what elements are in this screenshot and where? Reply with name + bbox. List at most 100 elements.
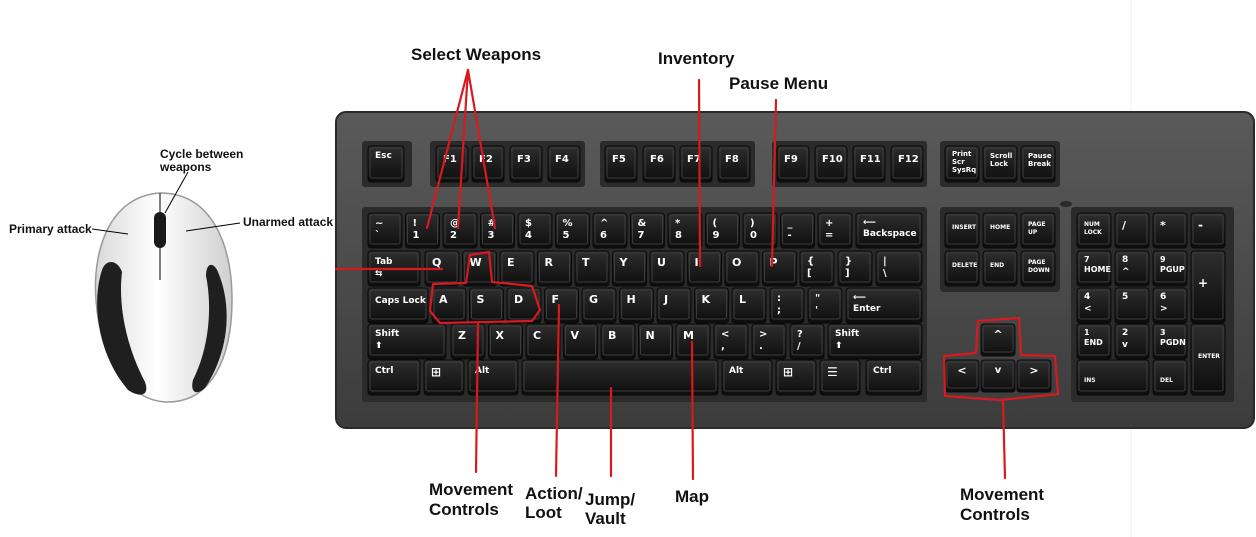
numpad-2-key-text: 2: [1122, 328, 1128, 338]
f9-f12-group: [772, 141, 927, 187]
right-arrow-key: >: [1016, 359, 1052, 393]
cycle-weapons-label-line1: Cycle between: [160, 147, 244, 161]
left-bracket-key: {[: [799, 250, 835, 287]
key-f9: F9: [776, 145, 810, 183]
number-key-12-text: _: [788, 218, 793, 229]
key-r-text: R: [545, 256, 554, 269]
key-u-text: U: [657, 256, 666, 269]
number-key-6-text: 5: [563, 230, 570, 241]
number-key-11-text: ): [750, 218, 755, 229]
action-loot-label-line1: Action/: [525, 484, 583, 503]
numpad-4-key-text: <: [1084, 304, 1092, 314]
number-key-2-text: 1: [413, 230, 420, 241]
key-f8-text: F8: [725, 154, 739, 165]
semicolon-key: :;: [769, 287, 805, 324]
numpad-6-key-text: 6: [1160, 292, 1166, 302]
movement-controls-right-label-line2: Controls: [960, 505, 1030, 524]
slash-key-text: /: [797, 341, 801, 352]
key-v-text: V: [571, 329, 580, 342]
jump-vault-label-line2: Vault: [585, 509, 626, 528]
left-shift-key: Shift ⬆: [367, 323, 447, 360]
key-f12-text: F12: [898, 154, 919, 165]
number-key-12-text: -: [788, 230, 792, 241]
left-bracket-key-text: {: [807, 256, 814, 267]
number-key-8-text: 7: [638, 230, 645, 241]
down-arrow-key-text: v: [995, 365, 1002, 376]
esc-key: Esc: [367, 145, 405, 183]
right-ctrl-key: Ctrl: [865, 359, 923, 396]
key-f2: F2: [471, 145, 505, 183]
key-g-text: G: [589, 293, 598, 306]
print-screen-key-text: Scr: [952, 158, 965, 166]
number-key-3: @2: [442, 212, 478, 249]
numpad-plus-key-text: +: [1198, 276, 1208, 290]
key-f4-text: F4: [555, 154, 569, 165]
up-arrow-key-text: ^: [993, 328, 1002, 341]
delete-key-text: DELETE: [952, 262, 977, 269]
unarmed-pointer-line: [185, 222, 241, 232]
numpad-1-key-text: 1: [1084, 328, 1090, 337]
key-d-text: D: [514, 293, 523, 306]
backspace-key-text: ⟵: [863, 218, 876, 228]
key-n: N: [638, 323, 673, 360]
key-p-text: P: [770, 256, 778, 269]
cycle-weapons-label-line2: weapons: [160, 160, 212, 174]
quote-key-text: ': [815, 305, 818, 316]
key-f9-text: F9: [784, 154, 798, 165]
key-f1: F1: [435, 145, 469, 183]
unarmed-attack-label: Unarmed attack: [243, 215, 334, 229]
mouse-right-grip: [192, 264, 227, 393]
numpad-dot-key: DEL: [1152, 359, 1188, 396]
right-bracket-key-text: ]: [845, 268, 850, 279]
movement-controls-right-label-line1: Movement: [960, 485, 1045, 504]
space-bar: [521, 359, 719, 396]
key-c-text: C: [533, 329, 541, 342]
number-key-9: *8: [667, 212, 703, 249]
numpad-dot-key-text: DEL: [1160, 377, 1173, 384]
right-shift-key: Shift⬆: [827, 323, 923, 360]
pause-break-key-text: Pause: [1028, 152, 1052, 160]
number-key-13-text: +: [825, 218, 833, 229]
key-l: L: [731, 287, 767, 324]
numpad-7-key-text: HOME: [1084, 265, 1111, 274]
right-shift-key-text: ⬆: [835, 341, 843, 351]
right-bracket-key: }]: [837, 250, 873, 287]
comma-key: <,: [713, 323, 749, 360]
key-a: A: [431, 287, 467, 324]
right-arrow-key-text: >: [1029, 364, 1038, 377]
left-shift-key-text: ⬆: [375, 341, 383, 351]
key-n-text: N: [646, 329, 655, 342]
movement-controls-left-label-line2: Controls: [429, 500, 499, 519]
quote-key-text: ": [815, 293, 820, 304]
numpad-6-key-text: >: [1160, 304, 1168, 314]
left-shift-key-text: Shift: [375, 329, 400, 339]
key-w-text: W: [470, 256, 482, 269]
right-ctrl-key-text: Ctrl: [873, 366, 891, 376]
key-i: I: [687, 250, 722, 287]
left-ctrl-key: Ctrl: [367, 359, 421, 396]
map-label: Map: [675, 487, 709, 506]
primary-attack-label: Primary attack: [9, 222, 92, 236]
key-l-text: L: [739, 293, 746, 306]
left-alt-key: Alt: [467, 359, 519, 396]
number-key-1-text: `: [375, 229, 380, 241]
key-h-text: H: [627, 293, 636, 306]
numpad-plus-key: +: [1190, 250, 1226, 324]
numpad-5-key: 5: [1114, 287, 1150, 324]
numpad-6-key: 6>: [1152, 287, 1188, 324]
key-i-text: I: [695, 256, 699, 269]
key-f-text: F: [552, 293, 560, 306]
numpad-5-key-text: 5: [1122, 292, 1128, 302]
inventory-label: Inventory: [658, 49, 735, 68]
number-key-5-text: 4: [525, 230, 532, 241]
semicolon-key-text: :: [777, 293, 781, 304]
key-x-text: X: [496, 329, 505, 342]
insert-key-text: INSERT: [952, 224, 977, 231]
page-down-key-text: PAGE: [1028, 259, 1046, 266]
backspace-key-text: Backspace: [863, 229, 917, 239]
numpad-slash-key: /: [1114, 212, 1150, 249]
numpad-slash-key-text: /: [1122, 219, 1127, 232]
